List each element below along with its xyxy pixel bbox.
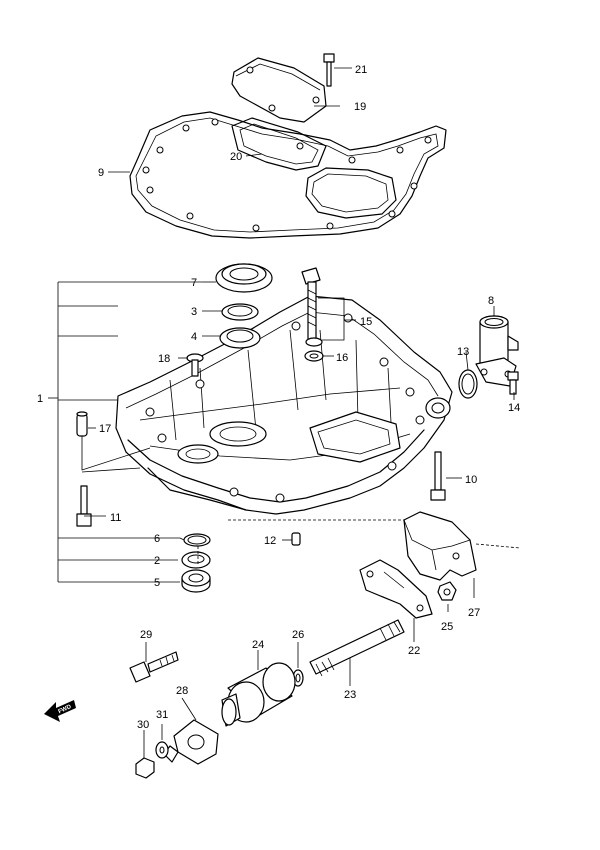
oil-seal-7 [215, 263, 273, 293]
bracket-27 [403, 511, 477, 581]
cover-plate [231, 57, 327, 123]
callout-10: 10 [465, 474, 477, 486]
pin-17 [76, 411, 88, 437]
bearing-5 [181, 569, 211, 593]
callout-25: 25 [441, 621, 453, 633]
callout-16: 16 [336, 352, 348, 364]
callout-7: 7 [191, 277, 197, 289]
pin-12 [291, 532, 301, 546]
nut-25 [437, 581, 457, 601]
bolt-14 [507, 371, 519, 395]
bolt-11 [76, 485, 92, 527]
engine-gasket [129, 111, 447, 239]
callout-12: 12 [264, 535, 276, 547]
callout-19: 19 [354, 101, 366, 113]
callout-20: 20 [230, 151, 242, 163]
callout-6: 6 [154, 533, 160, 545]
callout-27: 27 [468, 607, 480, 619]
callout-2: 2 [154, 555, 160, 567]
callout-28: 28 [176, 685, 188, 697]
leader-lines [48, 67, 521, 758]
gasket-22 [359, 559, 433, 619]
callout-31: 31 [156, 709, 168, 721]
callout-8: 8 [488, 295, 494, 307]
callout-1: 1 [37, 393, 43, 405]
circlip-6 [183, 533, 211, 547]
nut-30 [135, 757, 155, 779]
callout-21: 21 [355, 64, 367, 76]
bracket-28 [163, 719, 219, 765]
callout-11: 11 [110, 512, 121, 524]
callout-9: 9 [98, 167, 104, 179]
forward-arrow-icon: FWD [44, 700, 76, 722]
bolt-15 [301, 267, 321, 341]
callout-4: 4 [191, 331, 197, 343]
bolt-10 [430, 451, 446, 501]
screw-18 [186, 353, 204, 377]
ring-3 [221, 303, 259, 321]
callout-13: 13 [457, 346, 469, 358]
callout-5: 5 [154, 577, 160, 589]
mount-24 [221, 662, 296, 727]
callout-23: 23 [344, 689, 356, 701]
callout-15: 15 [360, 316, 372, 328]
callout-14: 14 [508, 402, 520, 414]
bolt-21 [323, 53, 335, 87]
callout-3: 3 [191, 306, 197, 318]
washer-16 [304, 337, 324, 362]
callout-18: 18 [158, 353, 170, 365]
bolt-29 [129, 651, 179, 683]
forward-arrow-label: FWD [58, 704, 74, 715]
seal-2 [181, 551, 211, 569]
seal-4 [219, 327, 261, 349]
callout-numbers: 1 2 3 4 5 6 7 8 9 10 11 12 13 14 15 16 1… [37, 64, 520, 731]
washer-31 [155, 741, 169, 759]
callout-24: 24 [252, 639, 264, 651]
callout-30: 30 [137, 719, 149, 731]
o-ring-13 [458, 369, 478, 399]
oil-pan-housing [115, 295, 453, 515]
callout-22: 22 [408, 645, 420, 657]
callout-17: 17 [99, 423, 111, 435]
shaft-23 [309, 619, 405, 677]
callout-26: 26 [292, 629, 304, 641]
callout-29: 29 [140, 629, 152, 641]
